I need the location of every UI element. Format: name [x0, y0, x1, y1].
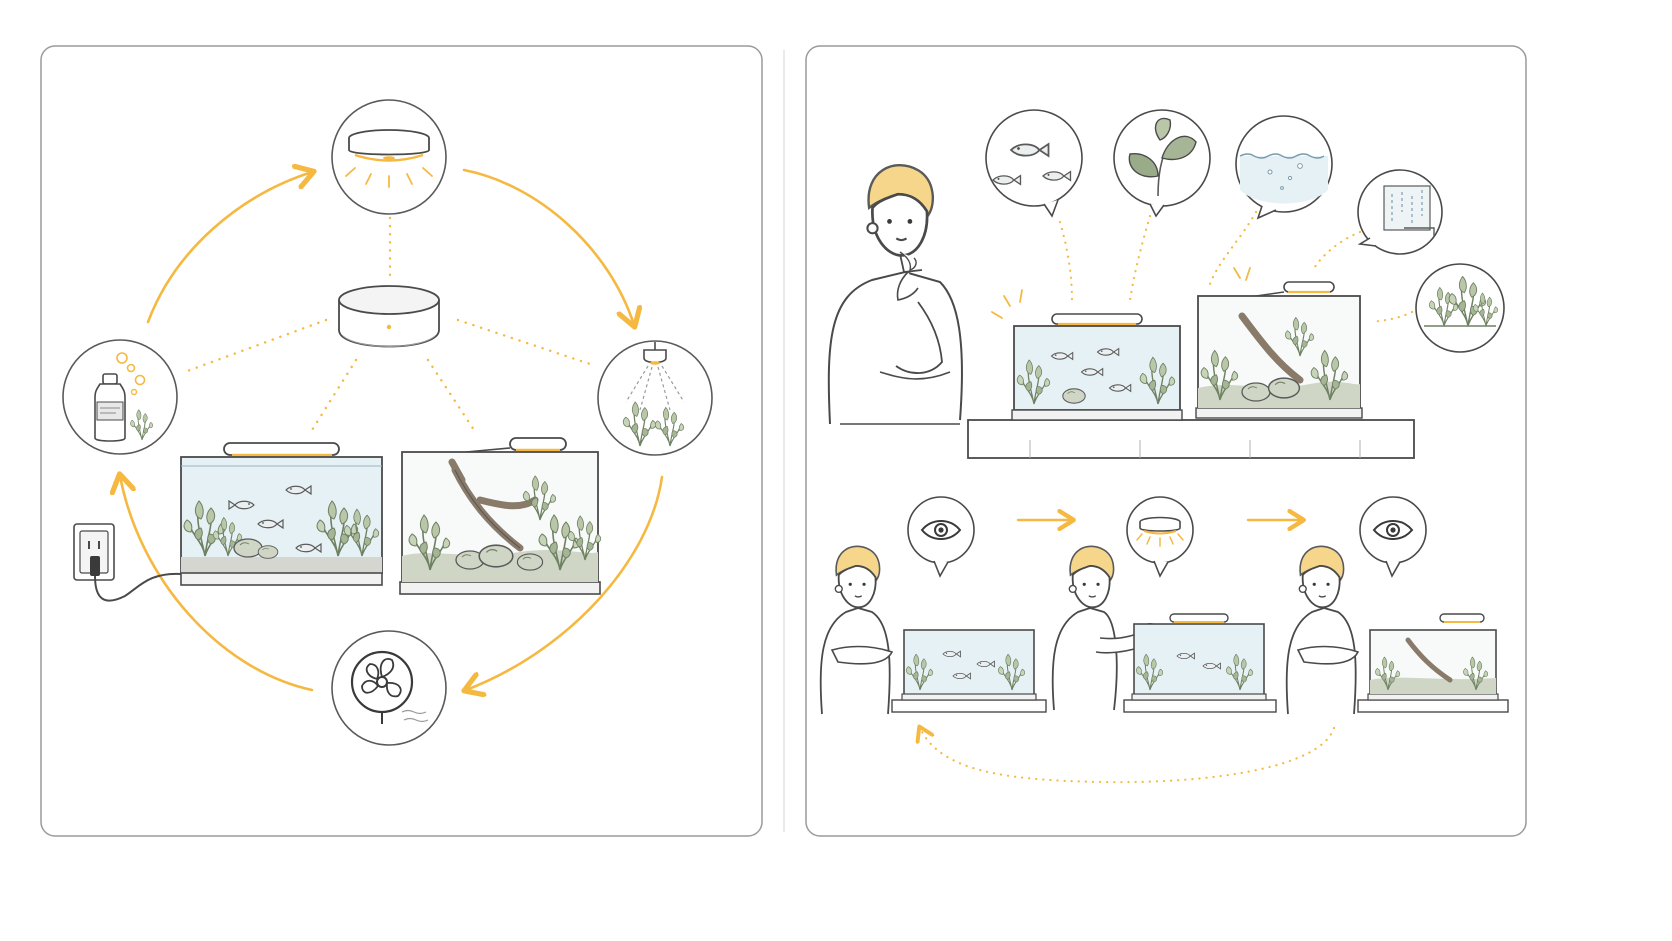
- top-callout-links: [1058, 210, 1414, 324]
- display-bench: [967, 419, 1415, 459]
- planted-terrarium-tank: [399, 437, 602, 595]
- ceiling-light-node: [331, 99, 447, 215]
- fan-icon: [350, 650, 429, 724]
- arrow-grow-to-fan: [466, 475, 664, 690]
- thinking-person: [827, 163, 963, 425]
- smart-hub: [338, 285, 440, 348]
- step2-aquarium: [1123, 613, 1277, 713]
- top-terrarium: [1195, 281, 1363, 419]
- left-panel: [40, 45, 763, 837]
- step1-aquarium: [891, 629, 1047, 713]
- bubble-leaf: [1113, 109, 1211, 218]
- terrarium-plants-icon: [1424, 275, 1499, 327]
- hub-links: [180, 216, 598, 432]
- arrow-fan-to-bottle: [120, 476, 314, 692]
- ceiling-light-icon-step: [1136, 516, 1184, 547]
- eye-icon: [920, 520, 962, 540]
- power-outlet-icon: [73, 523, 183, 602]
- fertilizer-bottle-icon: [94, 352, 154, 442]
- step3-terrarium: [1357, 613, 1509, 713]
- step1-bubble: [907, 496, 975, 578]
- step3-bubble: [1359, 496, 1427, 578]
- bubble-water: [1235, 115, 1333, 220]
- fan-node: [331, 630, 447, 746]
- ceiling-light-icon: [345, 129, 433, 188]
- step2-bubble: [1126, 496, 1194, 578]
- bubble-terrarium-plants: [1415, 263, 1505, 353]
- eye-icon-step3: [1372, 520, 1414, 540]
- grow-light-icon: [622, 342, 685, 447]
- arrow-bottle-to-light: [146, 172, 312, 324]
- arrow-light-to-grow: [462, 168, 634, 325]
- water-icon: [1239, 153, 1328, 204]
- light-sparkles: [991, 267, 1251, 319]
- bubble-fish: [985, 109, 1083, 218]
- humidity-glass-icon: [1383, 185, 1435, 236]
- bubble-humidity: [1357, 169, 1443, 255]
- grow-light-node: [597, 340, 713, 456]
- fertilizer-node: [62, 339, 178, 455]
- leaf-icon: [1128, 117, 1197, 197]
- top-aquarium: [1011, 313, 1183, 421]
- cycle-arrows: [120, 168, 664, 692]
- person-step1: [819, 545, 894, 715]
- person-step3: [1285, 545, 1360, 715]
- aquarium-fish-tank: [180, 442, 383, 586]
- loop-back-arrow: [920, 728, 1336, 784]
